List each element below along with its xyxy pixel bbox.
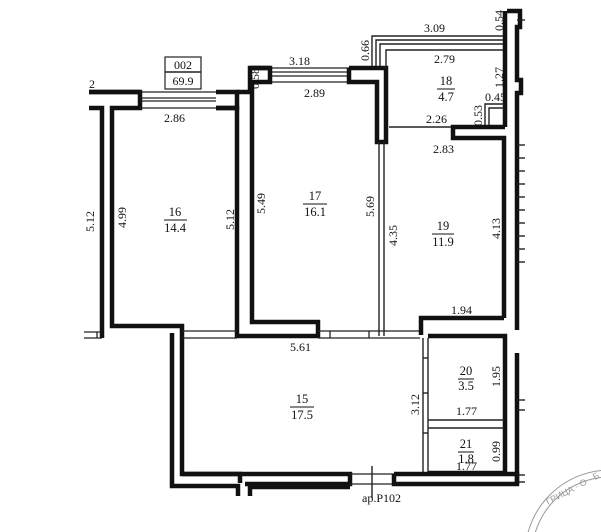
wall-room16-left [109, 105, 243, 483]
dim-left-edge: 2 [89, 77, 95, 91]
dim-room18-width: 2.79 [434, 52, 455, 66]
room-18: 18 4.7 [437, 74, 455, 104]
dim-room16-right-height: 5.12 [223, 209, 237, 230]
dim-room15-top: 5.61 [290, 340, 311, 354]
wall-room19-bottom [418, 315, 504, 335]
dim-room16-inner-height: 4.99 [115, 207, 129, 228]
window-room16 [140, 91, 216, 109]
dim-balcony-right-top: 0.54 [492, 10, 506, 31]
dim-niche-height: 0.53 [471, 105, 485, 126]
wall-bottom-right [391, 471, 520, 487]
dim-room18-bottom: 2.26 [426, 112, 447, 126]
svg-text:16.1: 16.1 [304, 205, 326, 219]
svg-text:19: 19 [437, 219, 450, 233]
stamp-text: ГРИЦА · О · Б · Э [544, 463, 601, 507]
wall-room17-right-column [346, 65, 389, 145]
svg-text:11.9: 11.9 [432, 235, 453, 249]
wall-room16-top-right [216, 89, 240, 111]
dim-room19-right-height: 4.13 [489, 218, 503, 239]
svg-text:3.5: 3.5 [458, 379, 474, 393]
svg-text:14.4: 14.4 [164, 221, 187, 235]
dim-room16-width: 2.86 [164, 111, 185, 125]
wall-room15-bottom [182, 471, 353, 487]
dim-room21-width: 1.77 [456, 459, 477, 473]
wall-room17-top-left [237, 65, 321, 339]
svg-text:21: 21 [460, 437, 473, 451]
dim-window17-width: 3.18 [289, 54, 310, 68]
dim-room20-width: 1.77 [456, 404, 477, 418]
dim-room18-right: 1.27 [492, 67, 506, 88]
window-room17 [270, 67, 349, 83]
wall-room16-top-left [89, 89, 143, 111]
balcony-lines [371, 35, 505, 68]
room-17: 17 16.1 [303, 189, 327, 219]
svg-text:15: 15 [296, 392, 309, 406]
dim-room21-height: 0.99 [489, 441, 503, 462]
apartment-tag: 002 69.9 [164, 56, 202, 90]
room-15: 15 17.5 [290, 392, 314, 422]
window-entrance [350, 466, 394, 498]
dim-window16-top: 0.58 [248, 68, 262, 89]
svg-text:17.5: 17.5 [291, 408, 313, 422]
svg-text:4.7: 4.7 [438, 90, 454, 104]
dim-balcony-top-width: 3.09 [424, 21, 445, 35]
svg-text:1.8: 1.8 [458, 452, 474, 466]
apartment-total-area: 69.9 [173, 74, 194, 88]
room-16: 16 14.4 [164, 205, 187, 235]
svg-text:20: 20 [460, 364, 473, 378]
wall-bottom-left-stub [169, 333, 241, 496]
stamp: ГРИЦА · О · Б · Э [527, 463, 601, 532]
svg-text:17: 17 [309, 189, 322, 203]
dim-room19-width: 2.83 [433, 142, 454, 156]
dim-balcony-left: 0.66 [358, 40, 372, 61]
dim-room17-width: 2.89 [304, 86, 325, 100]
svg-text:16: 16 [169, 205, 182, 219]
dim-room20-height: 1.95 [489, 366, 503, 387]
svg-text:18: 18 [440, 74, 453, 88]
room-20: 20 3.5 [458, 364, 474, 393]
room-19: 19 11.9 [432, 219, 454, 249]
facade-ticks-top [517, 19, 525, 263]
wall-bottom-door-right [247, 484, 350, 496]
reference-label: ap.P102 [362, 491, 401, 505]
dim-room15-partition: 3.12 [408, 394, 422, 415]
window-room15-top [182, 330, 420, 339]
niche [484, 103, 505, 127]
dim-niche-width: 0.45 [485, 90, 506, 104]
wall-left-outer [89, 105, 105, 338]
wall-right-outer [507, 8, 524, 330]
window-left-corridor [84, 331, 102, 339]
apartment-number: 002 [174, 58, 192, 72]
room-21: 21 1.8 [458, 437, 474, 466]
wall-room18-bottom-right [450, 124, 507, 318]
dim-room19-bottom: 1.94 [451, 303, 472, 317]
dim-room17-right-height: 5.69 [363, 196, 377, 217]
dim-room17-left-height: 5.49 [254, 193, 268, 214]
niche-inner [488, 107, 505, 127]
wall-room16-right-inner [216, 105, 240, 338]
dim-room16-outer-height: 5.12 [83, 211, 97, 232]
dim-room19-left-height: 4.35 [386, 225, 400, 246]
